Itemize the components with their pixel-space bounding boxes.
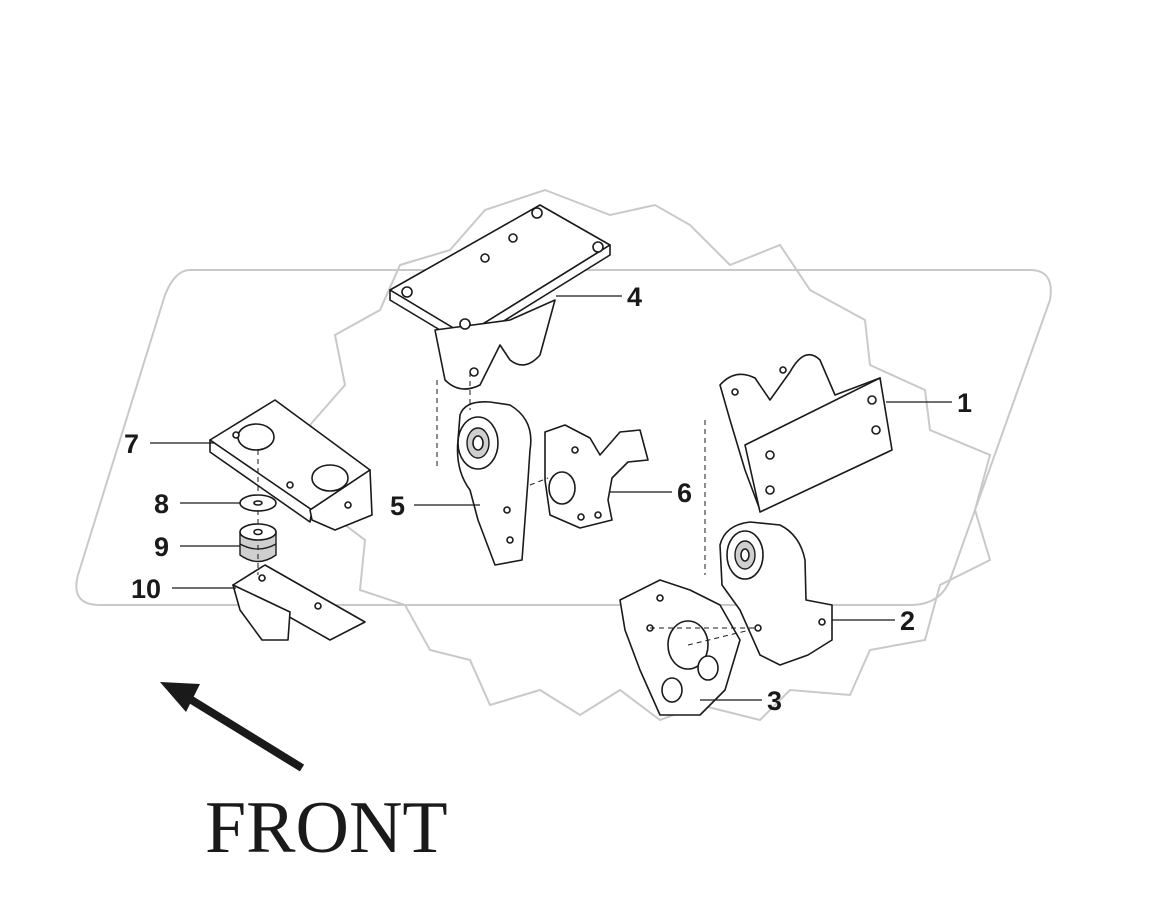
callout-labels: 1 2 3 4 5 6 7 8 9 10 (124, 282, 972, 716)
callout-10: 10 (131, 574, 161, 604)
callout-5: 5 (390, 491, 405, 521)
front-arrow-icon (160, 682, 305, 772)
callout-7: 7 (124, 429, 139, 459)
front-label: FRONT (205, 787, 448, 869)
part-4-upper-bracket (389, 204, 611, 390)
callout-2: 2 (900, 606, 915, 636)
assembly-lines (257, 372, 755, 646)
part-5-engine-mount (456, 400, 532, 566)
part-1-side-bracket (719, 353, 893, 513)
leader-lines (150, 295, 952, 701)
part-2-rear-mount (719, 521, 833, 666)
callout-3: 3 (767, 686, 782, 716)
callout-8: 8 (154, 489, 169, 519)
part-3-mounting-plate (619, 579, 741, 716)
part-6-bracket (544, 424, 649, 529)
callout-6: 6 (677, 478, 692, 508)
callout-9: 9 (154, 532, 169, 562)
callout-1: 1 (957, 388, 972, 418)
callout-4: 4 (627, 282, 642, 312)
part-7-base-bracket (209, 399, 373, 531)
part-8-washer (239, 494, 277, 512)
part-10-lower-bracket (232, 564, 366, 641)
